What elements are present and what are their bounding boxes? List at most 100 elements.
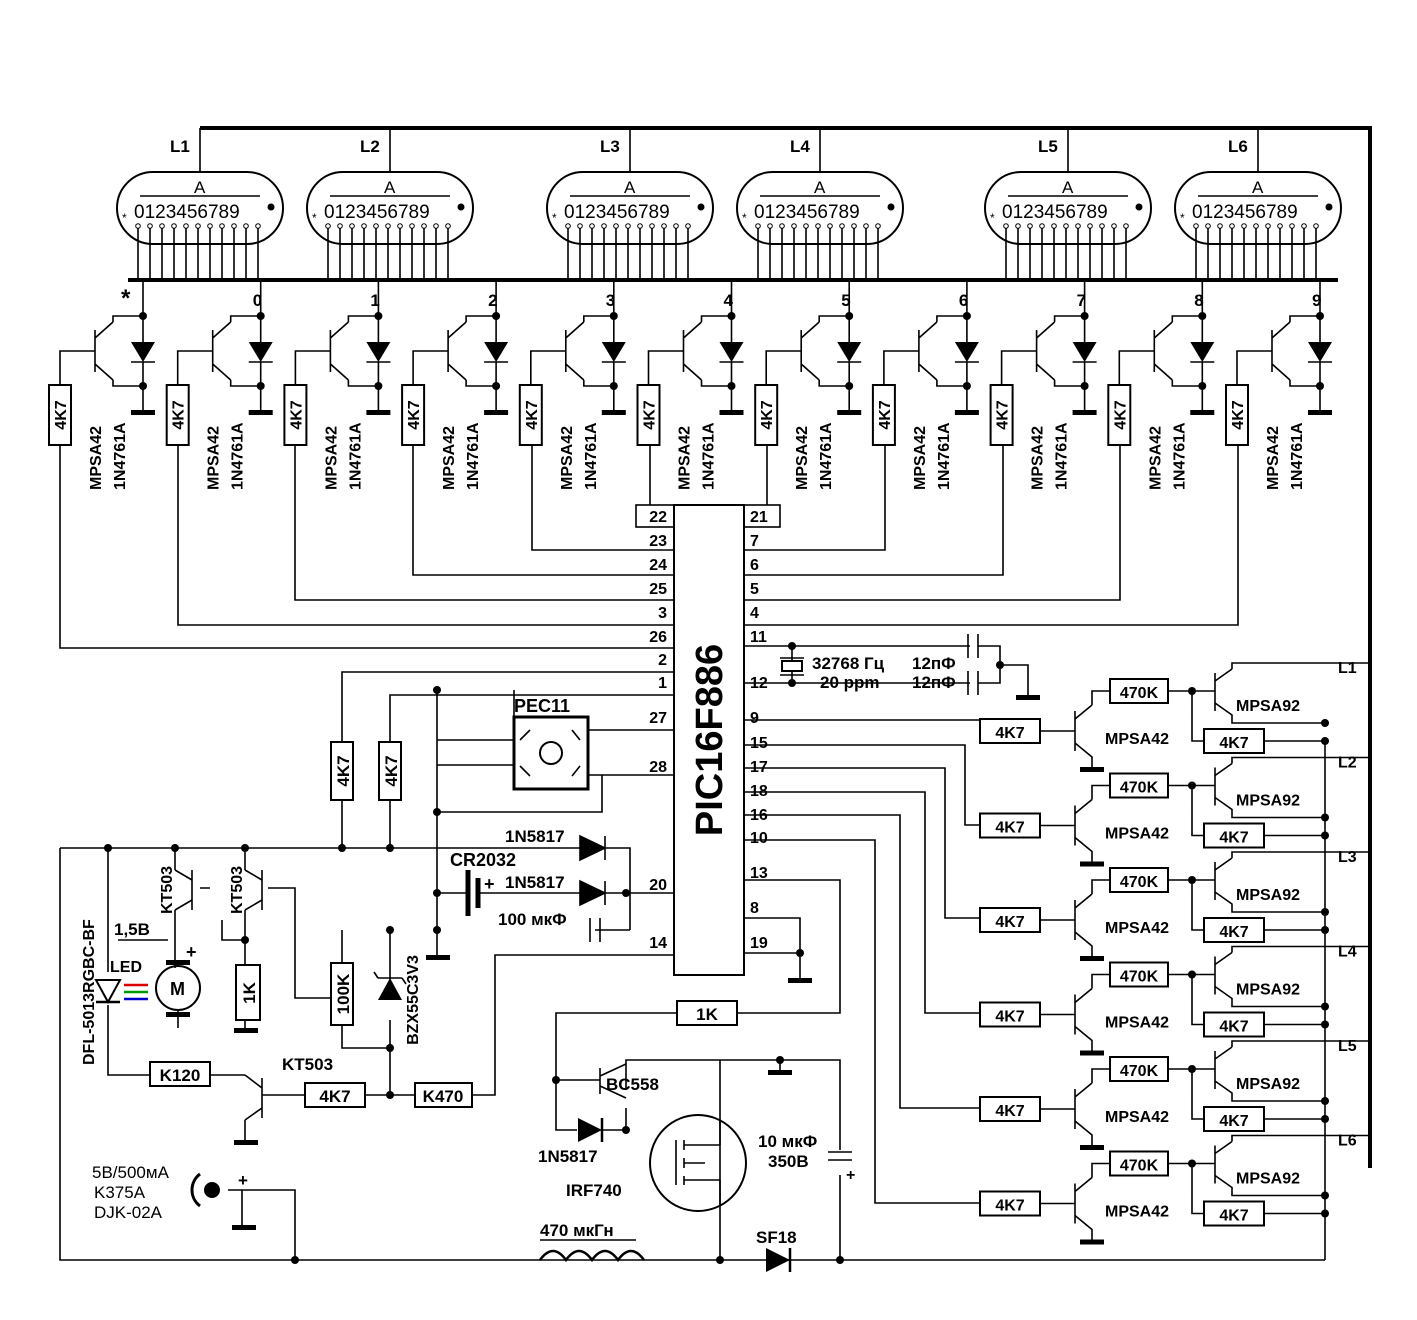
mcu-pin-right: 5 [750,581,759,598]
input-line1: 5В/500мА [92,1163,170,1182]
mcu-body [673,504,745,976]
pullup-r2: 4K7 [382,755,401,786]
encoder-label: PEC11 [514,696,570,716]
driver-resistor: 4K7 [288,400,305,429]
anode-r-470k: 470K [1120,1158,1159,1175]
hv-cap-v: 350В [768,1152,809,1171]
tube-star: * [122,211,127,225]
boost-r1k: 1K [696,1005,718,1024]
tube-digits: 0123456789 [134,202,240,223]
diode1-label: 1N5817 [505,827,565,846]
driver-zener: 1N4761A [347,422,364,490]
anode-glyph: A [194,178,206,197]
boost-diode: 1N5817 [538,1147,598,1166]
driver-zener: 1N4761A [1054,422,1071,490]
mcu-pin-right: 6 [750,557,759,574]
r-100k: 100K [334,973,353,1014]
anode-out-label: L6 [1338,1133,1357,1150]
tube-digits: 0123456789 [1002,202,1108,223]
crystal: 32768 Гц 20 ppm 12пФ 12пФ [744,634,1040,700]
input-line3: DJK-02A [94,1203,163,1222]
motor-r1k: 1K [240,981,259,1003]
driver-resistor: 4K7 [171,400,188,429]
led-part: DFL-5013RGBC-BF [81,919,98,1065]
anode-npn: MPSA42 [1105,920,1169,937]
mcu-pin-right: 8 [750,900,759,917]
mcu-pin-right: 11 [750,629,767,646]
driver-transistor: MPSA42 [441,426,458,490]
mcu-pin-left: 22 [649,509,667,526]
cathode-label: 2 [488,291,497,310]
tube-star: * [1180,211,1185,225]
anode-r-pull: 4K7 [1219,1019,1248,1036]
driver-zener: 1N4761A [1289,422,1306,490]
driver-zener: 1N4761A [583,422,600,490]
anode-npn: MPSA42 [1105,826,1169,843]
cathode-label: 9 [1312,291,1321,310]
anode-label: L4 [790,137,810,156]
tube-digits: 0123456789 [324,202,430,223]
anode-out-label: L5 [1338,1038,1357,1055]
kt503-c: KT503 [282,1055,333,1074]
anode-r-base: 4K7 [995,914,1024,931]
zener-label: BZX55C3V3 [405,955,422,1045]
mcu-pin-right: 15 [750,735,768,752]
anode-pnp: MPSA92 [1236,698,1300,715]
mcu-pin-left: 25 [649,581,667,598]
pin22-box [635,504,675,528]
hv-cap-plus: + [846,1167,855,1184]
mcu-pin-right: 21 [750,509,768,526]
mcu-pin-left: 2 [658,652,667,669]
cathode-label: 5 [841,291,850,310]
anode-glyph: A [384,178,396,197]
driver-resistor: 4K7 [53,400,70,429]
anode-pnp: MPSA92 [1236,1076,1300,1093]
bc558-label: BC558 [606,1075,659,1094]
driver-zener: 1N4761A [230,422,247,490]
anode-label: L6 [1228,137,1248,156]
driver-resistor: 4K7 [1230,400,1247,429]
anode-pnp: MPSA92 [1236,793,1300,810]
tube-star: * [990,211,995,225]
anode-pnp: MPSA92 [1236,1171,1300,1188]
tube-digits: 0123456789 [754,202,860,223]
anode-r-pull: 4K7 [1219,1113,1248,1130]
driver-transistor: MPSA42 [1147,426,1164,490]
cathode-label: * [121,285,131,312]
nixie-tube: AL3*0123456789 [546,128,714,280]
input-line2: K375A [94,1183,146,1202]
sf18-label: SF18 [756,1228,797,1247]
anode-r-base: 4K7 [995,1198,1024,1215]
mcu-pin-right: 13 [750,865,768,882]
cathode-label: 3 [606,291,615,310]
crystal-cap1: 12пФ [912,654,956,673]
driver-transistor: MPSA42 [559,426,576,490]
anode-npn: MPSA42 [1105,731,1169,748]
nixie-tube: AL5*0123456789 [984,128,1152,280]
mcu-pin-left: 26 [649,629,667,646]
mcu-cathode-wires [59,445,1239,649]
nixie-tube: A L1 * 0123456789 [116,128,284,280]
anode-r-base: 4K7 [995,725,1024,742]
anode-r-470k: 470K [1120,780,1159,797]
anode-label: L1 [170,137,190,156]
r-4k7-motor: 4K7 [319,1087,350,1106]
nixie-tube: AL4*0123456789 [736,128,904,280]
cathode-label: 7 [1077,291,1086,310]
anode-out-label: L3 [1338,849,1357,866]
driver-resistor: 4K7 [759,400,776,429]
tube-star: * [552,211,557,225]
anode-label: L3 [600,137,620,156]
cathode-label: 4 [724,291,734,310]
